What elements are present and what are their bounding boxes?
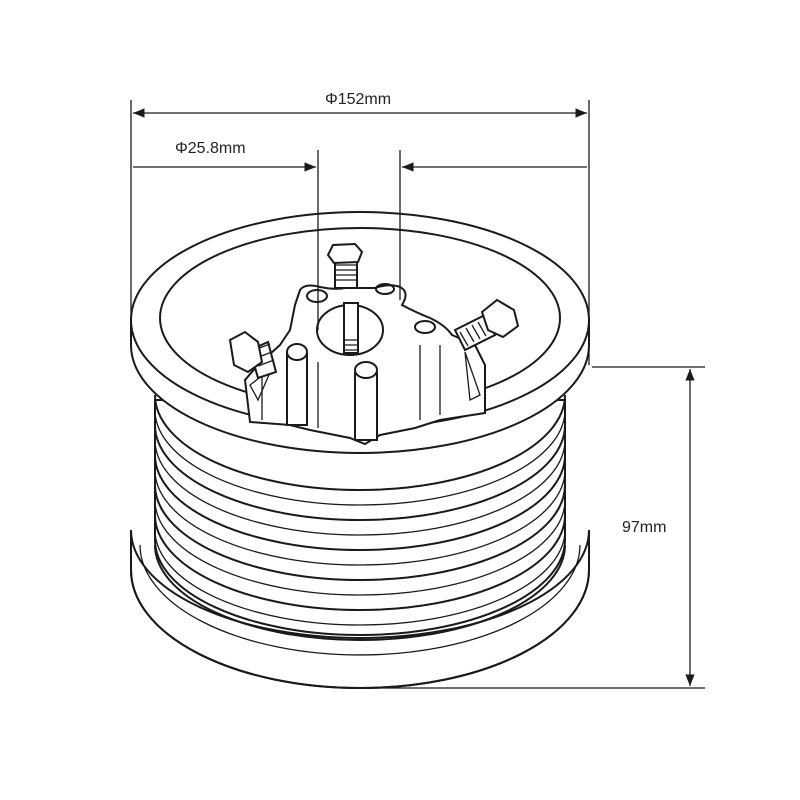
groove-line xyxy=(154,394,566,491)
bore-diameter-label: Φ25.8mm xyxy=(175,140,246,157)
height-label: 97mm xyxy=(622,519,666,536)
dimension-bore-diameter xyxy=(133,150,587,330)
groove-line xyxy=(154,424,566,521)
groove-line xyxy=(154,484,566,581)
groove-line xyxy=(154,544,566,641)
dimension-outer-diameter xyxy=(130,100,590,365)
dimension-height xyxy=(350,366,705,689)
set-screw-right xyxy=(453,298,520,352)
grooved-drum xyxy=(154,394,566,641)
set-screw-left xyxy=(228,330,278,380)
groove-line xyxy=(154,454,566,551)
groove-line xyxy=(154,409,566,506)
groove-line xyxy=(154,439,566,536)
outer-diameter-label: Φ152mm xyxy=(325,91,391,108)
groove-line xyxy=(154,499,566,596)
set-screw-top xyxy=(326,242,364,289)
groove-line xyxy=(154,529,566,626)
groove-line xyxy=(154,514,566,611)
groove-line xyxy=(154,469,566,566)
hub xyxy=(243,283,486,446)
